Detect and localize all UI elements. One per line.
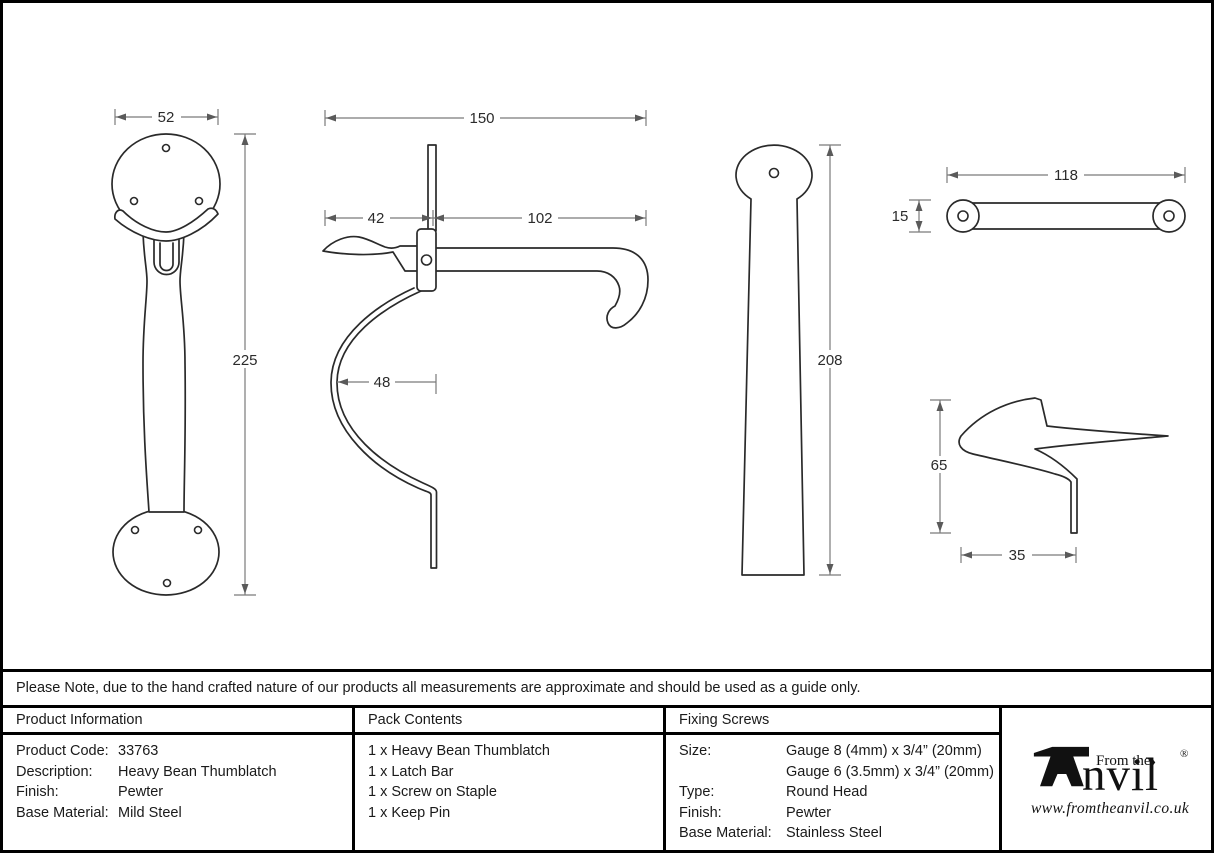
row-value: Round Head xyxy=(786,784,868,801)
bean-curve xyxy=(330,287,438,569)
product-information-cell: Product Information Product Code: 33763 … xyxy=(3,708,355,850)
screw-hole xyxy=(193,525,203,535)
table-row: Base Material: Stainless Steel xyxy=(679,823,999,844)
screw-hole xyxy=(162,578,172,588)
screw-hole xyxy=(129,196,139,206)
dimension-width-52: 52 xyxy=(114,109,219,126)
row-label: Base Material: xyxy=(679,825,772,842)
keep-pin-body xyxy=(958,397,1169,534)
dim-label-65: 65 xyxy=(931,457,948,474)
table-row: Base Material: Mild Steel xyxy=(16,803,352,824)
screw-hole xyxy=(130,525,140,535)
registered-mark: ® xyxy=(1180,748,1189,760)
row-value: Pewter xyxy=(786,804,832,821)
latch-side-view: 150 42 102 xyxy=(322,110,649,569)
screw-hole xyxy=(1163,210,1175,222)
table-row: Type: Round Head xyxy=(679,782,999,803)
dim-label-48: 48 xyxy=(374,374,391,391)
screw-hole xyxy=(161,143,171,153)
pack-contents-header: Pack Contents xyxy=(355,708,663,735)
thumb-slot-outer xyxy=(153,239,180,276)
logo-website: www.fromtheanvil.co.uk xyxy=(1031,800,1190,817)
logo-tagline: From the xyxy=(1096,753,1151,769)
from-the-anvil-logo: From the ♦ nvil ® www.fromtheanvil.co.uk xyxy=(1002,708,1211,850)
row-label: Base Material: xyxy=(16,804,109,821)
table-row: Gauge 6 (3.5mm) x 3/4” (20mm) xyxy=(679,762,999,783)
dimension-height-15: 15 xyxy=(892,199,931,233)
dimension-height-208: 208 xyxy=(814,144,847,576)
dim-label-35: 35 xyxy=(1009,547,1026,564)
row-label: Finish: xyxy=(16,784,59,801)
row-value: Stainless Steel xyxy=(786,825,882,842)
table-row: Finish: Pewter xyxy=(679,803,999,824)
row-value: Gauge 6 (3.5mm) x 3/4” (20mm) xyxy=(786,763,994,780)
latch-bar-view: 208 xyxy=(735,144,847,576)
dim-label-15: 15 xyxy=(892,208,909,225)
pack-contents-cell: Pack Contents 1 x Heavy Bean Thumblatch … xyxy=(355,708,666,850)
keep-pin-view: 65 35 xyxy=(924,397,1169,564)
dimension-height-65: 65 xyxy=(924,399,954,534)
thumblatch-front-view: 52 225 xyxy=(111,109,262,596)
pack-item: 1 x Keep Pin xyxy=(368,804,451,821)
anvil-icon xyxy=(1033,746,1089,793)
fixing-screws-header: Fixing Screws xyxy=(666,708,999,735)
pack-item: 1 x Screw on Staple xyxy=(368,784,497,801)
staple-plate-view: 118 15 xyxy=(892,167,1186,233)
dimension-42-102: 42 102 xyxy=(324,210,647,227)
table-row: Product Code: 33763 xyxy=(16,741,352,762)
pivot-hole xyxy=(768,167,780,179)
dimension-height-225: 225 xyxy=(229,133,262,596)
dim-label-52: 52 xyxy=(158,109,175,126)
logo-wordmark: nvil xyxy=(1082,749,1160,801)
dimension-width-35: 35 xyxy=(960,547,1077,564)
dimension-total-150: 150 xyxy=(324,110,647,127)
diamond-icon: ♦ xyxy=(1151,757,1156,767)
product-information-header: Product Information xyxy=(3,708,352,735)
table-row: Finish: Pewter xyxy=(16,782,352,803)
thumb-bow xyxy=(114,207,219,242)
dim-label-225: 225 xyxy=(232,352,257,369)
dim-label-150: 150 xyxy=(469,110,494,127)
row-value: Pewter xyxy=(118,784,164,801)
screw-hole xyxy=(194,196,204,206)
info-table: Product Information Product Code: 33763 … xyxy=(3,708,1211,850)
thumb-slot-inner xyxy=(159,242,174,272)
table-row: Description: Heavy Bean Thumblatch xyxy=(16,762,352,783)
screw-hole xyxy=(957,210,969,222)
dim-label-208: 208 xyxy=(817,352,842,369)
dim-label-42: 42 xyxy=(368,210,385,227)
row-label: Finish: xyxy=(679,804,722,821)
staple-strip xyxy=(960,202,1172,230)
dimension-width-118: 118 xyxy=(946,167,1186,184)
handle-grip xyxy=(142,232,187,513)
pivot-hole xyxy=(420,254,433,266)
latch-arm-hook xyxy=(433,247,649,329)
row-label: Product Code: xyxy=(16,743,109,759)
row-label: Size: xyxy=(679,743,712,759)
dim-label-102: 102 xyxy=(527,210,552,227)
row-label: Type: xyxy=(679,784,715,801)
measurement-disclaimer: Please Note, due to the hand crafted nat… xyxy=(3,669,1211,708)
row-label: Description: xyxy=(16,763,93,780)
pack-item: 1 x Latch Bar xyxy=(368,763,454,780)
technical-drawing-canvas: 52 225 xyxy=(111,109,1186,596)
thumb-leaf xyxy=(322,235,419,272)
row-value: Heavy Bean Thumblatch xyxy=(118,763,277,780)
dim-label-118: 118 xyxy=(1054,167,1078,184)
table-row: Size: Gauge 8 (4mm) x 3/4” (20mm) xyxy=(679,741,999,762)
row-value: Mild Steel xyxy=(118,804,182,821)
brand-cell: From the ♦ nvil ® www.fromtheanvil.co.uk xyxy=(1002,708,1211,850)
latch-bar-body xyxy=(735,144,813,576)
fixing-screws-cell: Fixing Screws Size: Gauge 8 (4mm) x 3/4”… xyxy=(666,708,1002,850)
pack-item: 1 x Heavy Bean Thumblatch xyxy=(368,743,550,759)
dimension-curve-48: 48 xyxy=(337,374,437,394)
row-label xyxy=(679,762,786,783)
row-value: 33763 xyxy=(118,743,159,759)
row-value: Gauge 8 (4mm) x 3/4” (20mm) xyxy=(786,743,982,759)
